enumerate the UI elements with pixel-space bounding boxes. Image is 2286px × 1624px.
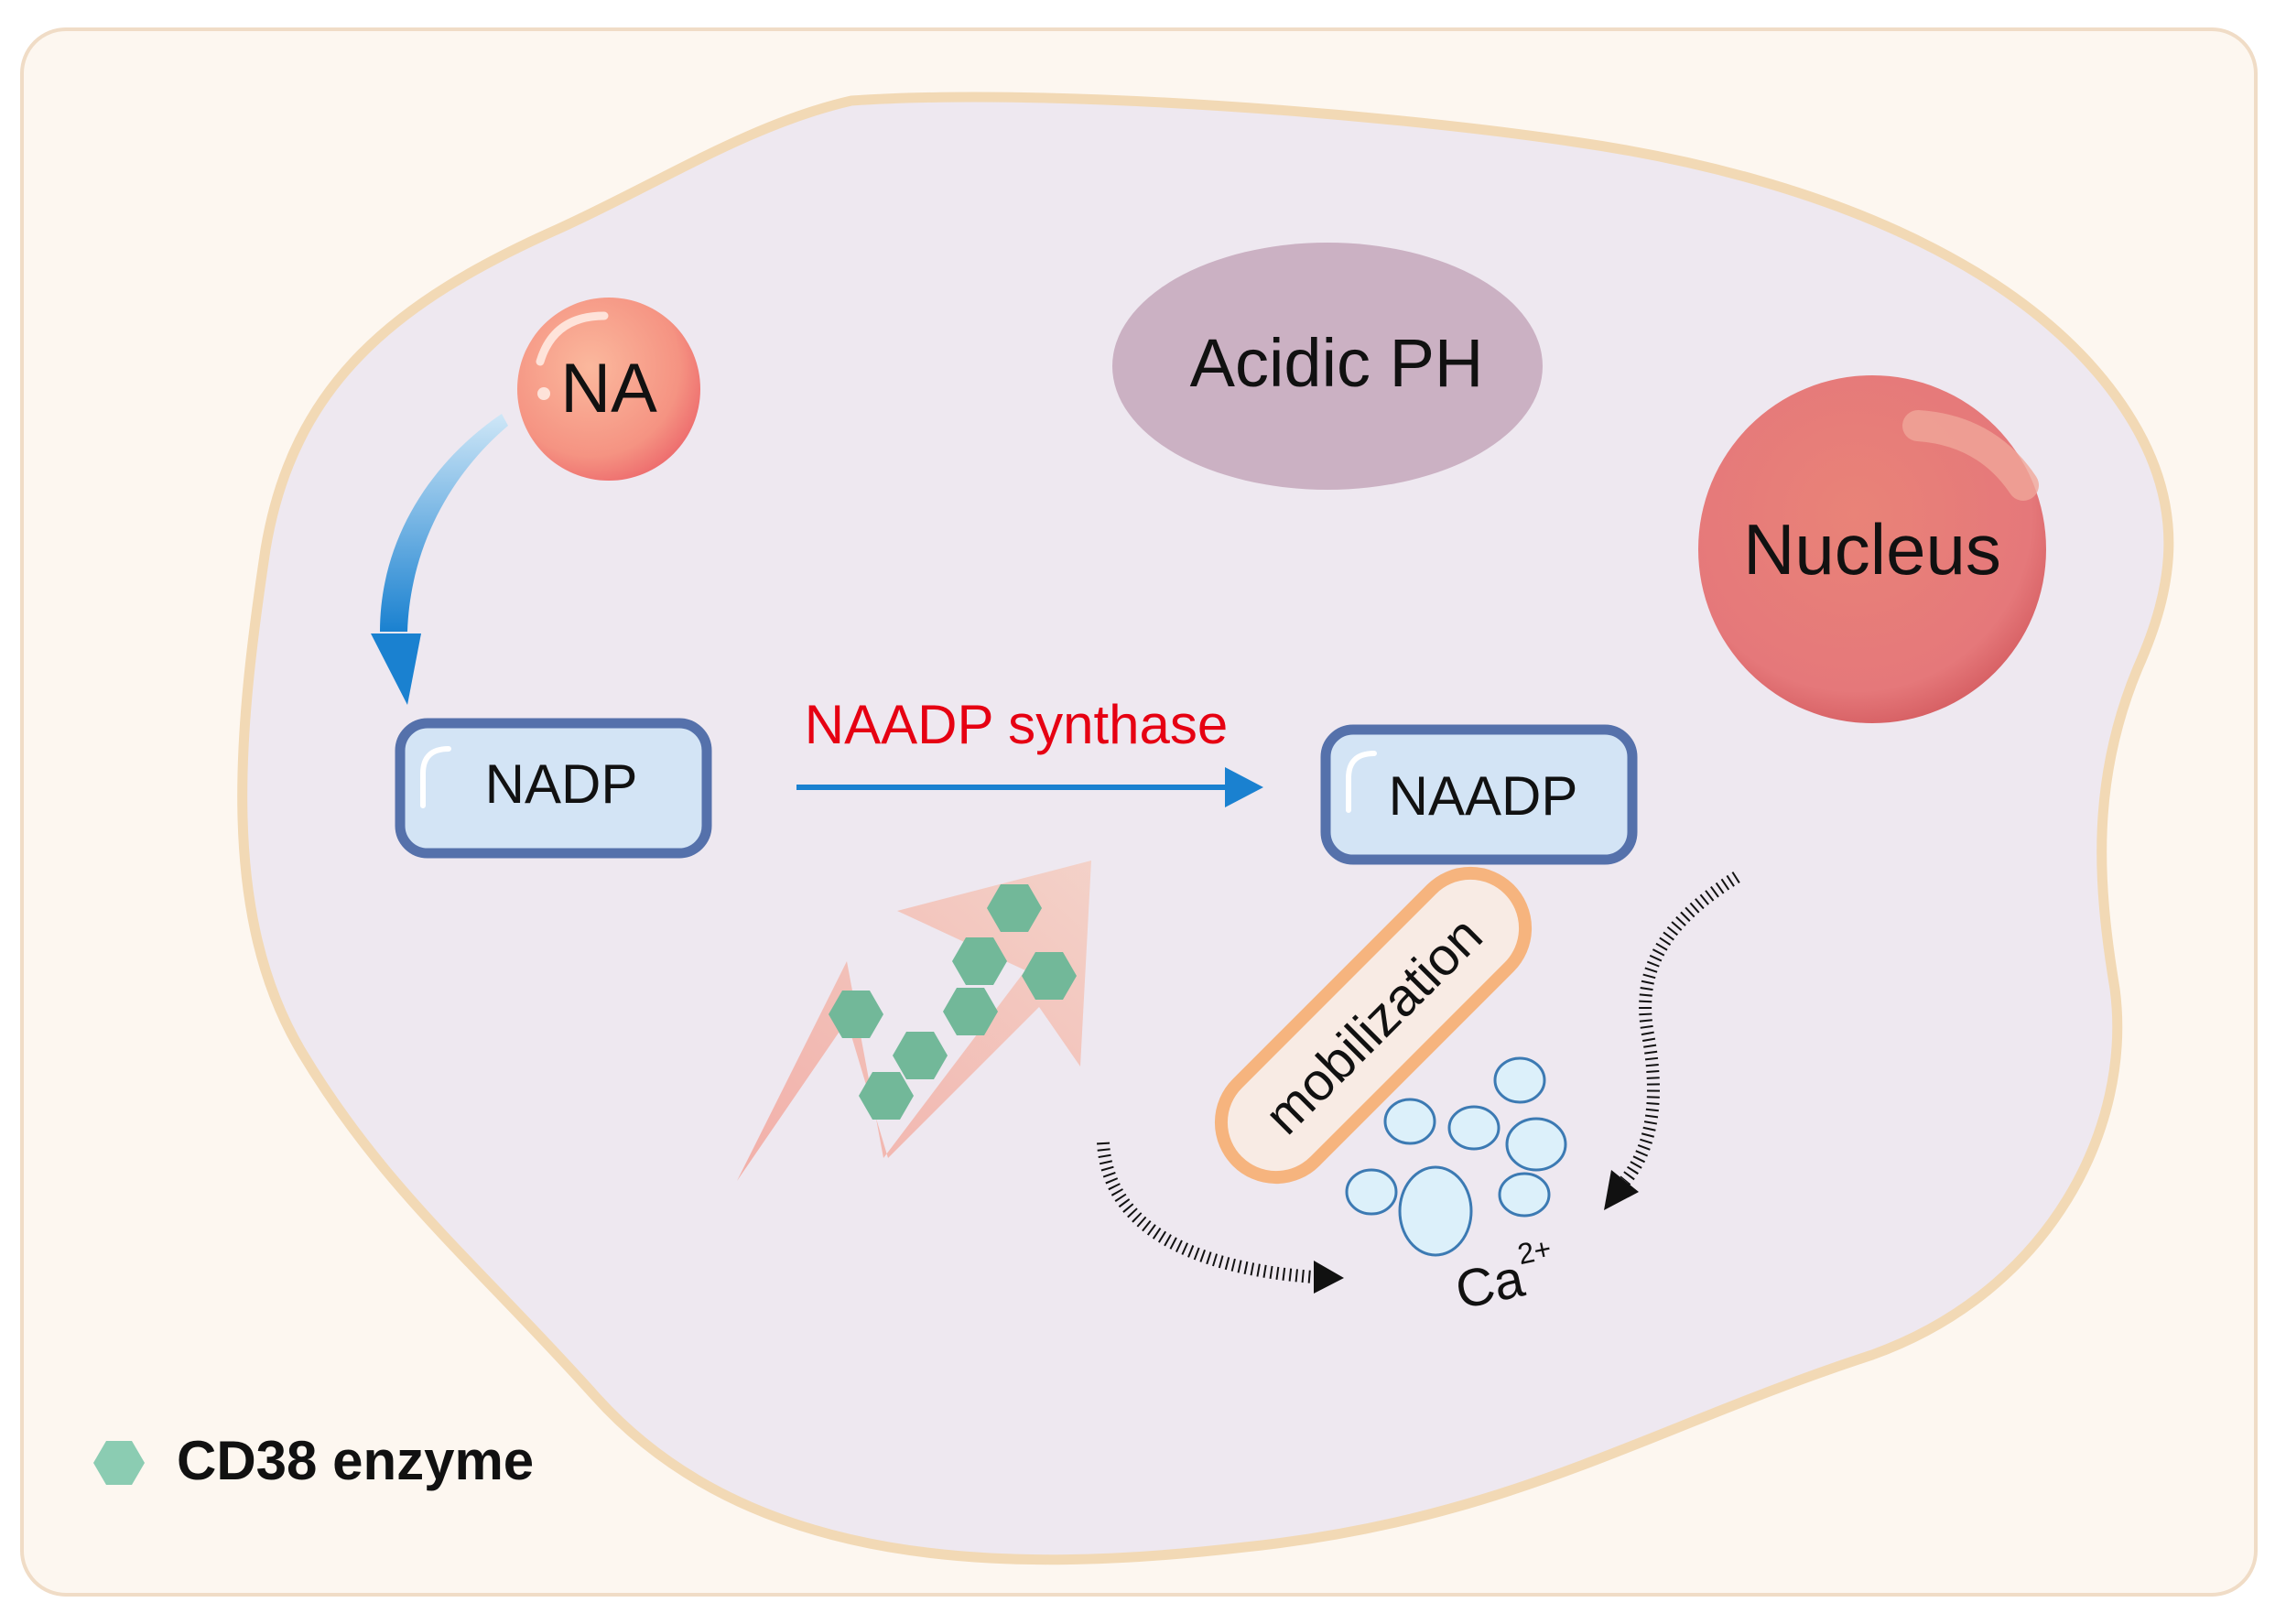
curved-arrow-head [371,633,421,705]
calcium-store-bubble [1505,1117,1567,1172]
calcium-store-bubble [1493,1056,1546,1104]
dotted-arrow-right-path [1620,872,1740,1186]
synthase-label: NAADP synthase [805,694,1228,755]
cd38-enzyme-hexagon [893,1032,948,1079]
nadp-label: NADP [485,753,638,815]
naadp-highlight [1346,751,1377,813]
na-to-nadp-arrow [371,414,508,705]
cd38-enzyme-hexagon [987,884,1042,932]
nadp-highlight [420,746,451,808]
acidic-ph-ellipse [1112,243,1543,490]
naadp-label: NAADP [1389,765,1578,827]
calcium-label: Ca2+ [1448,1231,1562,1320]
enzyme-group [829,884,1077,1120]
na-molecule: NA [517,298,700,481]
calcium-store-bubble [1398,1165,1473,1257]
na-circle [517,298,700,481]
up-arrow-shape [737,861,1091,1181]
mobilization-rect [1214,866,1533,1185]
dotted-arrow-left [1097,1142,1344,1294]
dotted-arrow-right [1604,872,1740,1210]
nadp-rect [395,718,712,859]
calcium-symbol: Ca [1450,1249,1530,1321]
nucleus-label: Nucleus [1743,509,2001,590]
acidic-ph-organelle: Acidic PH [1112,243,1543,490]
legend: CD38 enzyme [93,1430,534,1491]
na-label: NA [560,350,657,428]
naadp-box: NAADP [1320,724,1638,865]
calcium-store-bubble [1383,1098,1436,1145]
legend-label: CD38 enzyme [177,1430,534,1491]
cd38-enzyme-hexagon [943,988,998,1035]
acidic-ph-label: Acidic PH [1190,325,1484,401]
calcium-store-bubble [1345,1168,1398,1216]
calcium-store-bubble [1498,1172,1551,1218]
cell-body [237,92,2174,1565]
nadp-box: NADP [395,718,712,859]
naadp-rect [1320,724,1638,865]
calcium-stores [1345,1056,1567,1257]
calcium-charge: 2+ [1514,1231,1554,1271]
dotted-arrow-right-head [1604,1170,1639,1210]
dotted-arrow-left-head [1314,1261,1344,1294]
synthase-arrow-head [1225,767,1263,807]
calcium-store-bubble [1447,1105,1501,1151]
synthase-arrow [796,767,1263,807]
nucleus: Nucleus [1698,375,2046,723]
nucleus-circle [1698,375,2046,723]
na-highlight-dot [537,387,550,400]
cd38-enzyme-hexagon [952,937,1007,985]
cd38-enzyme-hexagon [1022,952,1077,1000]
na-highlight [536,311,609,366]
cd38-activity-arrow [737,861,1091,1181]
legend-enzyme-icon [93,1441,145,1485]
cd38-enzyme-hexagon [859,1072,914,1120]
curved-arrow-body [380,414,508,632]
nucleus-highlight [1902,410,2039,501]
cd38-enzyme-hexagon [829,991,883,1038]
